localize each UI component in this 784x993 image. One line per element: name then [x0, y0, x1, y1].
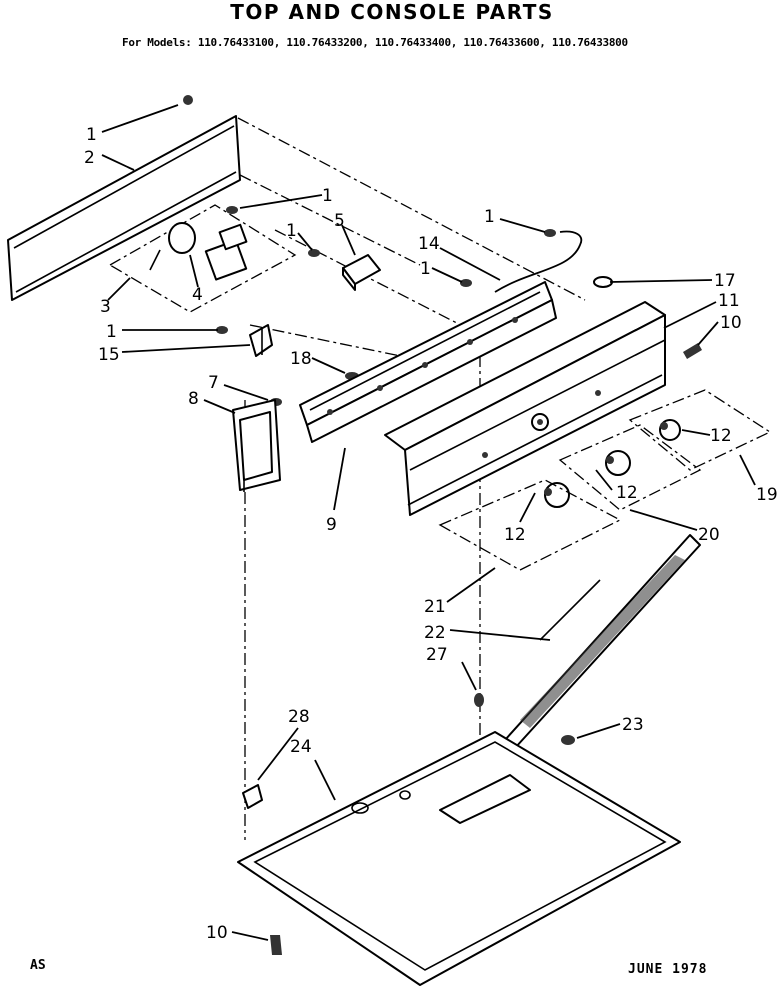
part-15-bracket — [249, 324, 273, 357]
callout-4: 4 — [192, 285, 203, 305]
part-24-top — [237, 731, 681, 986]
callout-28: 28 — [288, 707, 310, 727]
callout-24: 24 — [290, 737, 312, 757]
part-17-clip — [593, 276, 613, 288]
callout-12: 12 — [504, 525, 526, 545]
callout-12: 12 — [710, 426, 732, 446]
footer-code: AS — [30, 958, 46, 973]
callout-8: 8 — [188, 389, 199, 409]
part-3-4-timer-bracket — [108, 204, 297, 313]
part-27-screw — [474, 693, 484, 707]
footer-date: JUNE 1978 — [628, 962, 708, 977]
part-11-console — [384, 301, 666, 516]
part-28-clip — [242, 784, 263, 809]
control-panel-outlines — [438, 389, 772, 571]
callout-3: 3 — [100, 297, 111, 317]
callout-19: 19 — [756, 485, 778, 505]
part-23-plug — [561, 735, 575, 745]
callout-27: 27 — [426, 645, 448, 665]
callout-22: 22 — [424, 623, 446, 643]
callout-14: 14 — [418, 234, 440, 254]
callout-7: 7 — [208, 373, 219, 393]
part-22-lint-screen — [504, 534, 701, 749]
callout-21: 21 — [424, 597, 446, 617]
part-5-switch — [342, 254, 381, 291]
callout-1: 1 — [286, 221, 297, 241]
screws — [216, 206, 556, 334]
callout-10: 10 — [720, 313, 742, 333]
part-10-screw — [683, 343, 702, 359]
knobs — [544, 419, 681, 508]
part-2-rear-panel — [7, 95, 241, 301]
callout-1: 1 — [106, 322, 117, 342]
callout-10: 10 — [206, 923, 228, 943]
part-14-wire — [494, 230, 583, 293]
part-8-switch-housing — [232, 398, 282, 492]
callout-5: 5 — [334, 211, 345, 231]
callout-1: 1 — [86, 125, 97, 145]
callout-labels: 1 2 1 5 1 1 14 1 17 11 10 3 4 1 15 18 7 … — [84, 125, 778, 943]
callout-12: 12 — [616, 483, 638, 503]
callout-15: 15 — [98, 345, 120, 365]
model-numbers: For Models: 110.76433100, 110.76433200, … — [122, 36, 628, 49]
part-9-console-channel — [299, 281, 557, 443]
callout-1: 1 — [484, 207, 495, 227]
callout-9: 9 — [326, 515, 337, 535]
callout-1: 1 — [420, 259, 431, 279]
callout-20: 20 — [698, 525, 720, 545]
callout-18: 18 — [290, 349, 312, 369]
leader-lines — [101, 104, 756, 941]
callout-1: 1 — [322, 186, 333, 206]
callout-23: 23 — [622, 715, 644, 735]
callout-2: 2 — [84, 148, 95, 168]
callout-11: 11 — [718, 291, 740, 311]
callout-17: 17 — [714, 271, 736, 291]
diagram-title: TOP AND CONSOLE PARTS — [230, 0, 554, 24]
part-10-bottom-screw — [270, 935, 282, 955]
